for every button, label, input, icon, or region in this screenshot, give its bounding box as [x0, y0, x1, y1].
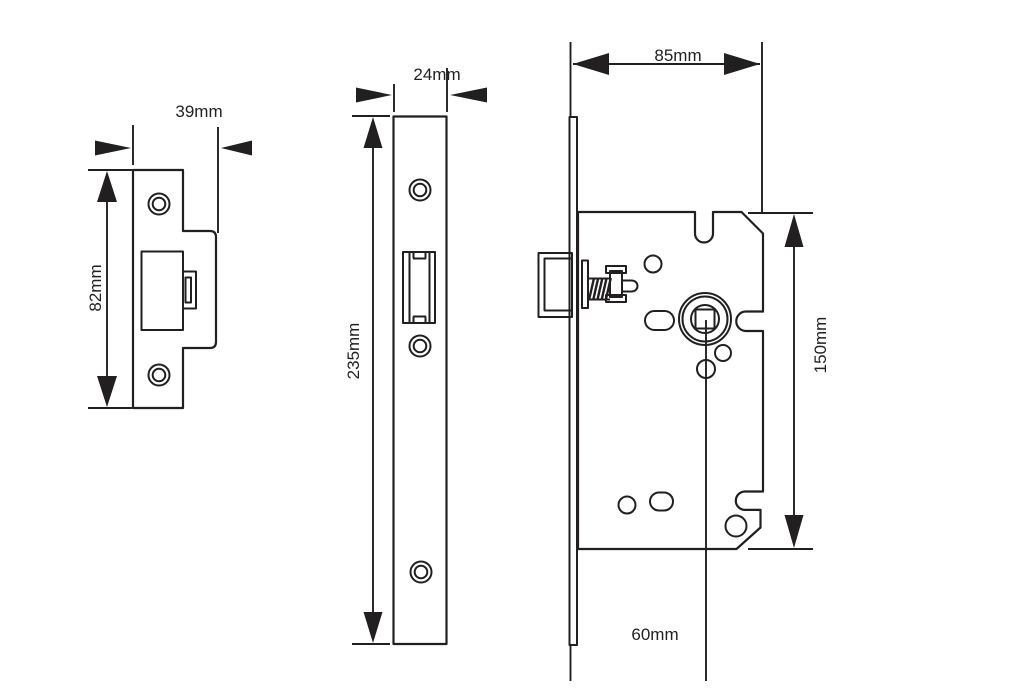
dimension-arrow-up-icon	[784, 214, 804, 247]
screw-hole	[408, 334, 432, 358]
screw-hole	[408, 178, 432, 202]
strike-plate-width-label: 39mm	[175, 102, 222, 121]
faceplate-height-dimension: 235mm	[344, 115, 390, 645]
strike-plate-height-label: 82mm	[86, 264, 105, 311]
latch-bolt	[537, 252, 573, 318]
fixing-hole	[724, 514, 748, 538]
strike-plate-height-dimension: 82mm	[86, 169, 132, 409]
spring-anchor-plate	[581, 259, 589, 309]
faceplate-width-label: 24mm	[413, 65, 460, 84]
lock-body-view: 85mm 150mm 60mm	[537, 42, 830, 681]
faceplate-height-label: 235mm	[344, 323, 363, 380]
dimension-arrow-up-icon	[363, 117, 383, 148]
dimension-arrow-up-icon	[97, 171, 117, 202]
faceplate-latch-opening	[402, 251, 436, 324]
dimension-arrow-right-icon	[724, 53, 760, 75]
strike-plate-width-dimension: 39mm	[95, 102, 252, 233]
dimension-arrow-down-icon	[363, 612, 383, 643]
faceplate-edge	[568, 116, 578, 646]
strike-plate-outline	[131, 168, 218, 410]
strike-plate-latch-cutout	[140, 250, 184, 331]
latch-spring-mechanism	[581, 259, 639, 309]
lock-body-height-label: 150mm	[811, 317, 830, 374]
faceplate-view: 24mm 235mm	[344, 65, 487, 646]
spring-coil	[587, 277, 612, 301]
dimension-arrow-right-icon	[95, 140, 131, 156]
spring-pin	[621, 279, 639, 293]
slot-hole	[644, 310, 675, 331]
fixing-hole	[643, 254, 663, 274]
screw-hole	[147, 363, 171, 387]
lock-body-width-label: 85mm	[654, 46, 701, 65]
strike-plate-tab-slot	[184, 276, 192, 304]
dimension-arrow-left-icon	[221, 140, 252, 156]
fixing-hole	[617, 495, 637, 515]
faceplate-width-dimension: 24mm	[356, 65, 487, 112]
strike-plate-keep-tab	[183, 270, 197, 310]
dimension-arrow-down-icon	[97, 376, 117, 407]
faceplate-outline	[392, 115, 448, 646]
lock-body-backset-label: 60mm	[631, 625, 678, 644]
lock-case-outline	[576, 210, 765, 551]
dimension-arrow-left-icon	[573, 53, 609, 75]
dimension-arrow-right-icon	[356, 87, 392, 103]
lock-body-height-dimension: 150mm	[748, 212, 830, 550]
dimension-arrow-left-icon	[450, 87, 487, 103]
spindle-follower-hub	[678, 292, 732, 346]
lock-body-width-dimension: 85mm	[569, 42, 763, 213]
fixing-hole	[714, 344, 732, 362]
lock-body-backset-dimension: 60mm	[569, 320, 707, 681]
fixing-hole	[696, 359, 716, 379]
dimension-arrow-down-icon	[784, 515, 804, 548]
screw-hole	[409, 560, 433, 584]
slot-hole	[649, 491, 674, 512]
strike-plate-view: 39mm 82mm	[86, 102, 252, 410]
screw-hole	[147, 192, 171, 216]
spindle-square-hole	[694, 308, 716, 330]
